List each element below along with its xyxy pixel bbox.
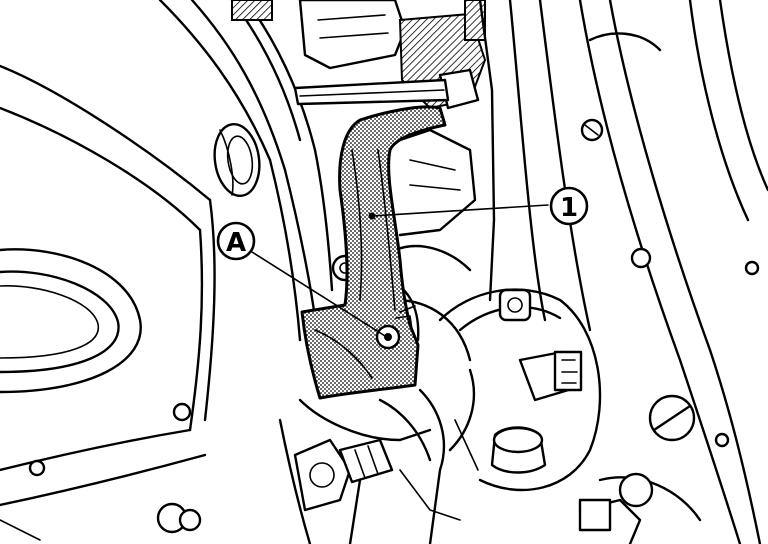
leader-line-a [251, 251, 386, 337]
left-body-panel [0, 64, 216, 541]
center-structure [331, 0, 592, 362]
callout-leaders [251, 204, 549, 337]
callout-point-a: A [216, 221, 256, 261]
callout-point-a-label: A [226, 228, 246, 258]
callout-part-1: 1 [549, 186, 589, 226]
right-body-panel [578, 0, 768, 544]
part-1-bracket [300, 105, 447, 400]
lower-bracket [156, 398, 461, 544]
top-harness-area [231, 0, 487, 110]
callout-part-1-label: 1 [560, 193, 578, 223]
lower-housing [348, 288, 602, 544]
leader-line-1 [371, 204, 549, 217]
